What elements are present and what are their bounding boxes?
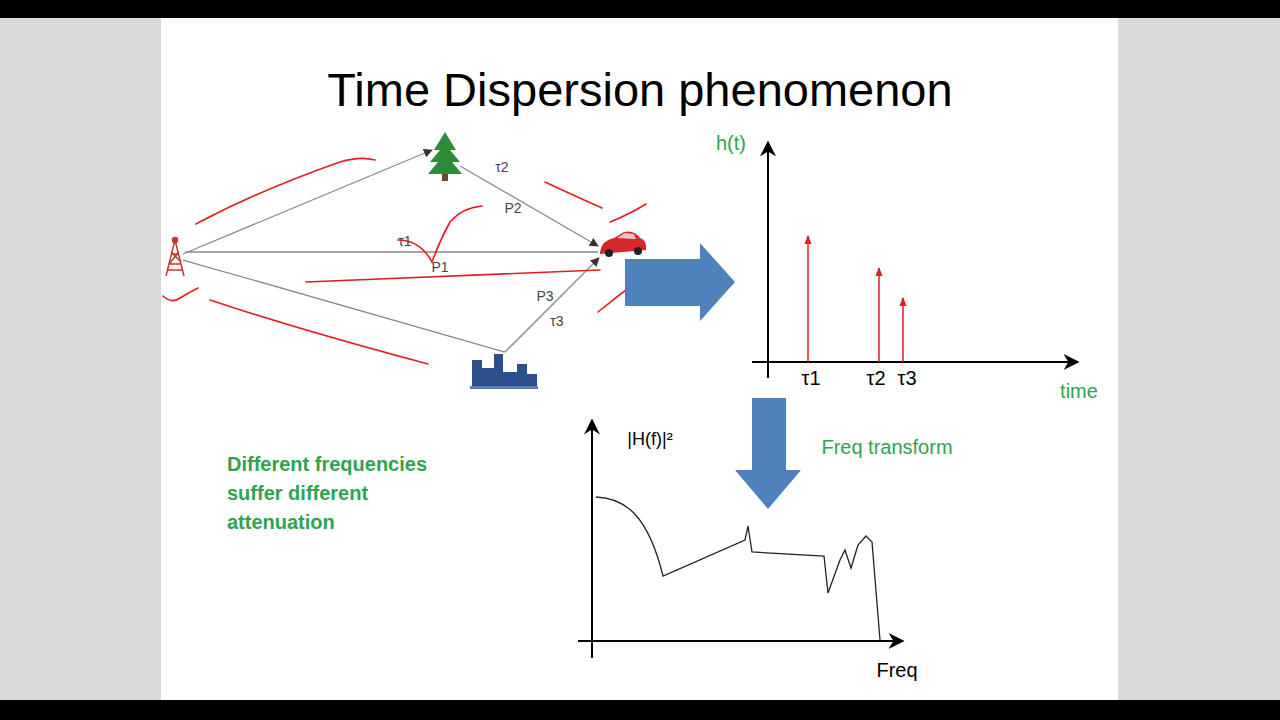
tick-label: τ3: [897, 366, 916, 390]
tree-symbol: [428, 132, 462, 181]
arrow-caption: Freq transform: [821, 435, 952, 459]
delay-label: τ2: [495, 159, 508, 176]
impulse-plot: [752, 142, 1078, 378]
path-to-tree: [183, 150, 432, 254]
y-axis: [591, 420, 593, 658]
propagation-paths: [183, 150, 599, 352]
delay-label: τ3: [550, 313, 563, 330]
impulse-line: [807, 236, 809, 362]
axis-label: time: [1060, 379, 1098, 403]
transform-arrow: [625, 243, 735, 321]
y-axis: [767, 142, 769, 378]
delay-label: τ1: [398, 233, 411, 250]
axis-label: h(t): [716, 131, 746, 155]
hand-annotation: [163, 158, 646, 364]
tick-label: τ2: [866, 366, 885, 390]
x-axis: [578, 640, 903, 642]
building-symbol: [470, 354, 538, 389]
tower-symbol: [166, 238, 184, 277]
x-axis: [752, 361, 1078, 363]
slide-background: [161, 18, 1118, 700]
direct-path: [185, 251, 598, 252]
slide-title: Time Dispersion phenomenon: [327, 62, 952, 118]
side-margin: [0, 18, 1280, 700]
car-symbol: [600, 232, 646, 257]
path-to-building: [183, 260, 505, 352]
axis-label: Freq: [876, 658, 917, 682]
frequency-response-curve: [596, 497, 880, 640]
power-label: P1: [431, 259, 448, 276]
power-label: P2: [504, 200, 521, 217]
transform-arrow: [735, 398, 801, 509]
impulse-line: [878, 268, 880, 362]
axis-label: |H(f)|²: [627, 429, 672, 451]
impulse-line: [902, 298, 904, 362]
tick-label: τ1: [801, 366, 820, 390]
power-label: P3: [536, 288, 553, 305]
note-text: Different frequencies suffer different a…: [227, 450, 477, 537]
